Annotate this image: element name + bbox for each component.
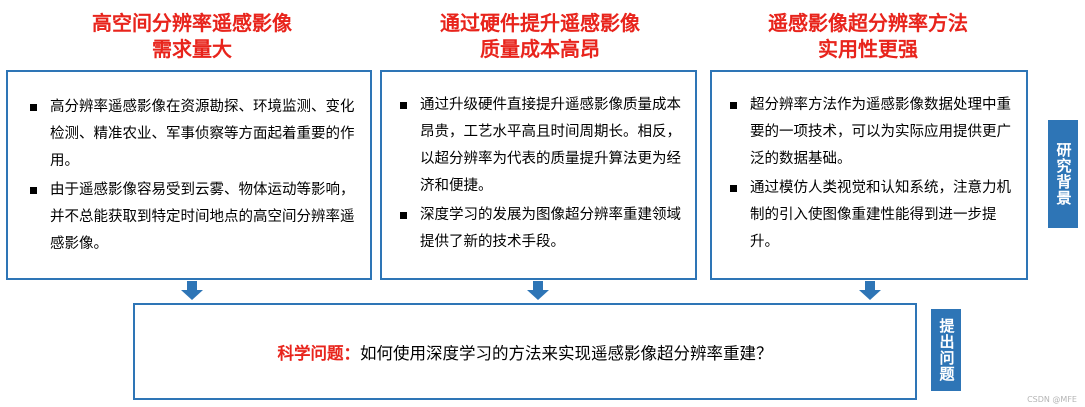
scientific-question-text: 如何使用深度学习的方法来实现遥感影像超分辨率重建？ (360, 343, 773, 363)
square-bullet-icon (730, 185, 737, 192)
watermark: CSDN @MFE (1027, 395, 1077, 404)
column-2-title-line-2: 质量成本高昂 (480, 37, 600, 61)
square-bullet-icon (30, 104, 37, 111)
column-1-title: 高空间分辨率遥感影像 需求量大 (42, 10, 342, 62)
raise-problem-tab: 提出问题 (931, 309, 961, 391)
column-1-box: 高分辨率遥感影像在资源勘探、环境监测、变化检测、精准农业、军事侦察等方面起着重要… (6, 70, 372, 280)
square-bullet-icon (400, 102, 407, 109)
column-2-bullet-2-text: 深度学习的发展为图像超分辨率重建领域提供了新的技术手段。 (420, 207, 681, 250)
column-3-bullet-2-text: 通过模仿人类视觉和认知系统，注意力机制的引入使图像重建性能得到进一步提升。 (750, 180, 1011, 250)
column-3-title-line-1: 遥感影像超分辨率方法 (768, 11, 968, 35)
column-2-title: 通过硬件提升遥感影像 质量成本高昂 (390, 10, 690, 62)
down-arrow-icon-2 (527, 281, 549, 301)
column-3-bullet-1-text: 超分辨率方法作为遥感影像数据处理中重要的一项技术，可以为实际应用提供更广泛的数据… (750, 97, 1011, 167)
column-2-title-line-1: 通过硬件提升遥感影像 (440, 11, 640, 35)
column-1-bullet-2: 由于遥感影像容易受到云雾、物体运动等影响，并不总能获取到特定时间地点的高空间分辨… (22, 177, 360, 258)
down-arrow-icon-3 (859, 281, 881, 301)
column-3-title-line-2: 实用性更强 (818, 37, 918, 61)
column-2-box: 通过升级硬件直接提升遥感影像质量成本昂贵，工艺水平高且时间周期长。相反，以超分辨… (380, 70, 697, 280)
research-background-tab: 研究背景 (1048, 120, 1078, 228)
column-2-bullet-1-text: 通过升级硬件直接提升遥感影像质量成本昂贵，工艺水平高且时间周期长。相反，以超分辨… (420, 97, 681, 194)
column-3-bullet-1: 超分辨率方法作为遥感影像数据处理中重要的一项技术，可以为实际应用提供更广泛的数据… (722, 92, 1016, 173)
column-2-bullet-2: 深度学习的发展为图像超分辨率重建领域提供了新的技术手段。 (392, 202, 685, 256)
column-2-bullet-1: 通过升级硬件直接提升遥感影像质量成本昂贵，工艺水平高且时间周期长。相反，以超分辨… (392, 92, 685, 200)
scientific-question-label: 科学问题： (277, 343, 361, 363)
column-1-bullet-1-text: 高分辨率遥感影像在资源勘探、环境监测、变化检测、精准农业、军事侦察等方面起着重要… (50, 99, 355, 169)
column-1-title-line-1: 高空间分辨率遥感影像 (92, 11, 292, 35)
column-1-bullet-1: 高分辨率遥感影像在资源勘探、环境监测、变化检测、精准农业、军事侦察等方面起着重要… (22, 94, 360, 175)
square-bullet-icon (30, 187, 37, 194)
column-1-title-line-2: 需求量大 (152, 37, 232, 61)
column-1-bullet-2-text: 由于遥感影像容易受到云雾、物体运动等影响，并不总能获取到特定时间地点的高空间分辨… (50, 182, 355, 252)
square-bullet-icon (730, 102, 737, 109)
column-3-box: 超分辨率方法作为遥感影像数据处理中重要的一项技术，可以为实际应用提供更广泛的数据… (710, 70, 1028, 280)
column-3-bullet-2: 通过模仿人类视觉和认知系统，注意力机制的引入使图像重建性能得到进一步提升。 (722, 175, 1016, 256)
down-arrow-icon-1 (181, 281, 203, 301)
scientific-question-box: 科学问题：如何使用深度学习的方法来实现遥感影像超分辨率重建？ (133, 303, 917, 400)
column-3-title: 遥感影像超分辨率方法 实用性更强 (718, 10, 1018, 62)
square-bullet-icon (400, 212, 407, 219)
